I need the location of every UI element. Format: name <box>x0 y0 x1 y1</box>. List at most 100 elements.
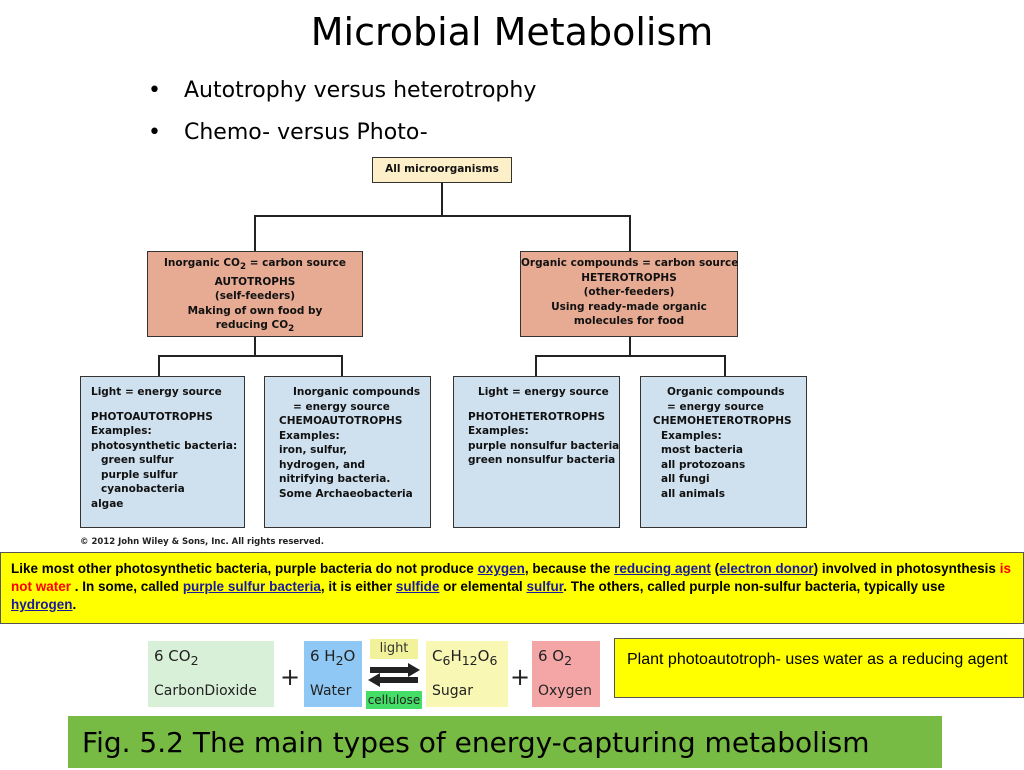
node-example: purple nonsulfur bacteria <box>468 439 620 452</box>
node-name: CHEMOHETEROTROPHS <box>653 415 792 427</box>
node-line: molecules for food <box>573 315 685 327</box>
bullet-item: • Chemo- versus Photo- <box>148 120 428 145</box>
eq-oxygen-label: Oxygen <box>538 683 592 699</box>
node-example: all animals <box>661 487 725 500</box>
node-source: = energy source <box>667 400 764 413</box>
node-source: Organic compounds <box>667 386 785 398</box>
node-name: PHOTOAUTOTROPHS <box>91 410 213 423</box>
figure-caption: Fig. 5.2 The main types of energy-captur… <box>68 716 942 768</box>
connector-line <box>535 355 725 357</box>
node-example: all protozoans <box>661 458 746 471</box>
node-line: reducing CO2 <box>215 319 295 335</box>
connector-line <box>254 336 256 356</box>
link-oxygen[interactable]: oxygen <box>477 561 525 576</box>
node-example: algae <box>91 497 124 510</box>
eq-co2-formula: 6 CO2 <box>154 647 199 668</box>
node-photoautotrophs: Light = energy source PHOTOAUTOTROPHS Ex… <box>80 376 245 528</box>
purple-bacteria-note: Like most other photosynthetic bacteria,… <box>0 552 1024 624</box>
node-chemoautotrophs: Inorganic compounds = energy source CHEM… <box>264 376 431 528</box>
note-text: . The others, called purple non-sulfur b… <box>563 579 946 594</box>
node-name: PHOTOHETEROTROPHS <box>468 410 606 423</box>
node-example: photosynthetic bacteria: <box>91 439 238 452</box>
node-example: nitrifying bacteria. <box>279 473 391 485</box>
connector-line <box>158 355 160 377</box>
node-autotrophs: Inorganic CO2 = carbon source AUTOTROPHS… <box>147 251 363 337</box>
eq-water-box: 6 H2O Water <box>304 641 362 707</box>
connector-line <box>158 355 342 357</box>
connector-line <box>441 182 443 216</box>
note-text: . In some, called <box>71 579 183 594</box>
bullet-text: Autotrophy versus heterotrophy <box>184 78 537 103</box>
node-all-microorganisms: All microorganisms <box>372 157 512 183</box>
connector-line <box>254 215 630 217</box>
eq-water-label: Water <box>310 683 352 699</box>
node-example: green nonsulfur bacteria <box>468 454 616 466</box>
bullet-dot: • <box>148 78 161 103</box>
node-line: (other-feeders) <box>583 286 675 298</box>
bullet-item: • Autotrophy versus heterotrophy <box>148 78 536 103</box>
note-text: . <box>72 597 77 612</box>
node-examples-label: Examples: <box>468 425 529 437</box>
eq-sugar-box: C6H12O6 Sugar <box>426 641 508 707</box>
node-photoheterotrophs: Light = energy source PHOTOHETEROTROPHS … <box>453 376 620 528</box>
eq-oxygen-formula: 6 O2 <box>538 647 573 668</box>
note-text: ( <box>710 561 720 576</box>
note-warning-text: is not water <box>11 561 1011 594</box>
eq-sugar-formula: C6H12O6 <box>432 647 498 668</box>
photosynthesis-equation: 6 CO2 CarbonDioxide + 6 H2O Water light … <box>146 633 606 719</box>
copyright-text: © 2012 John Wiley & Sons, Inc. All right… <box>80 537 324 547</box>
bullet-dot: • <box>148 120 161 145</box>
node-source: = energy source <box>293 400 390 413</box>
link-sulfur[interactable]: sulfur <box>526 579 564 594</box>
bullet-text: Chemo- versus Photo- <box>184 120 428 145</box>
connector-line <box>724 355 726 377</box>
node-example: hydrogen, and <box>279 458 366 471</box>
node-line: Organic compounds = carbon source <box>521 257 739 269</box>
link-sulfide[interactable]: sulfide <box>395 579 440 594</box>
connector-line <box>341 355 343 377</box>
node-example: green sulfur <box>101 454 174 466</box>
eq-oxygen-box: 6 O2 Oxygen <box>532 641 600 707</box>
node-source: Inorganic compounds <box>293 386 421 398</box>
link-purple-sulfur-bacteria[interactable]: purple sulfur bacteria <box>182 579 321 594</box>
link-electron-donor[interactable]: electron donor <box>719 561 814 576</box>
connector-line <box>254 215 256 252</box>
node-example: Some Archaeobacteria <box>279 487 413 500</box>
note-text: , because the <box>524 561 615 576</box>
connector-line <box>629 336 631 356</box>
eq-sugar-label: Sugar <box>432 683 473 699</box>
node-line: Using ready-made organic <box>551 300 707 313</box>
node-heterotrophs: Organic compounds = carbon source HETERO… <box>520 251 738 337</box>
eq-co2-label: CarbonDioxide <box>154 683 257 699</box>
node-name: CHEMOAUTOTROPHS <box>279 415 403 427</box>
connector-line <box>535 355 537 377</box>
eq-equilibrium-arrow-icon <box>368 663 420 687</box>
node-line: (self-feeders) <box>214 290 296 303</box>
eq-co2-box: 6 CO2 CarbonDioxide <box>148 641 274 707</box>
note-text: , it is either <box>320 579 396 594</box>
eq-water-formula: 6 H2O <box>310 647 356 668</box>
link-reducing-agent[interactable]: reducing agent <box>614 561 711 576</box>
node-line: AUTOTROPHS <box>214 275 296 288</box>
node-example: iron, sulfur, <box>279 444 348 456</box>
note-text: ) involved in photosynthesis <box>813 561 1000 576</box>
link-hydrogen[interactable]: hydrogen <box>11 597 73 612</box>
plant-photoautotroph-note: Plant photoautotroph- uses water as a re… <box>614 638 1024 698</box>
node-example: purple sulfur <box>101 468 178 481</box>
note-text: Like most other photosynthetic bacteria,… <box>11 561 478 576</box>
eq-cellulose-label: cellulose <box>366 691 422 709</box>
node-line: Making of own food by <box>187 304 323 317</box>
node-examples-label: Examples: <box>661 429 722 442</box>
node-source: Light = energy source <box>91 386 222 398</box>
node-label: All microorganisms <box>385 163 499 175</box>
node-examples-label: Examples: <box>279 429 340 442</box>
eq-reaction-arrows: light cellulose <box>366 639 422 713</box>
node-line: HETEROTROPHS <box>581 271 677 284</box>
node-example: most bacteria <box>661 444 743 456</box>
page-title: Microbial Metabolism <box>310 10 714 54</box>
node-example: cyanobacteria <box>101 483 185 495</box>
node-chemoheterotrophs: Organic compounds = energy source CHEMOH… <box>640 376 807 528</box>
eq-light-label: light <box>370 639 418 659</box>
note-text: or elemental <box>439 579 527 594</box>
eq-plus-sign: + <box>280 663 301 691</box>
